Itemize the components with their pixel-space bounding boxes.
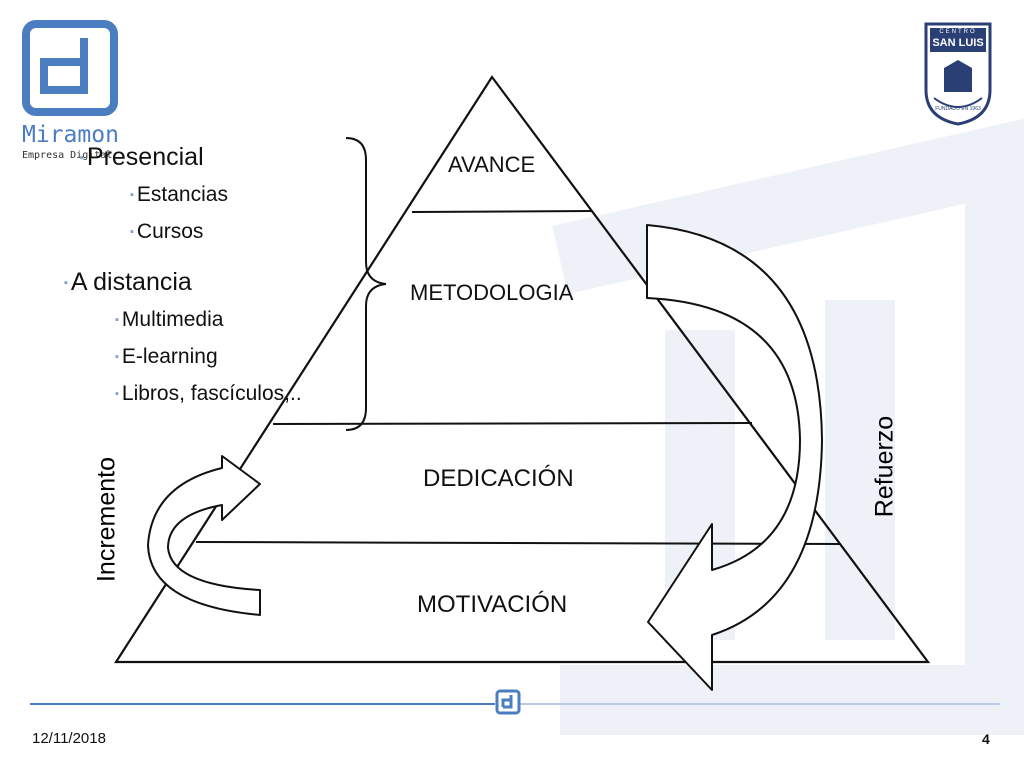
reinforcement-arrow	[646, 224, 823, 691]
seal-name: SAN LUIS	[932, 37, 984, 49]
san-luis-seal: CENTRO SAN LUIS FUNDADO EN 1963	[922, 20, 994, 126]
seal-shield-icon	[924, 22, 992, 126]
miramon-logo-tagline: Empresa Digital	[22, 150, 113, 161]
method-distancia: A distancia	[64, 268, 192, 297]
increment-arrow	[147, 455, 261, 616]
reinforcement-label: Refuerzo	[870, 415, 899, 518]
footer-date: 12/11/2018	[32, 730, 106, 747]
footer-logo-icon	[495, 689, 521, 715]
miramon-logo: Miramon Empresa Digital	[22, 20, 122, 165]
level-dedicacion: DEDICACIÓN	[423, 465, 574, 492]
method-distancia-item: E-learning	[115, 345, 218, 369]
method-presencial-item: Estancias	[130, 183, 228, 207]
method-presencial-item: Cursos	[130, 220, 204, 244]
level-avance: AVANCE	[448, 152, 536, 177]
increment-label: Incremento	[92, 456, 121, 583]
pyramid-divider-3	[195, 541, 841, 545]
level-motivacion: MOTIVACIÓN	[417, 591, 568, 618]
seal-bottom-text: FUNDADO EN 1963	[935, 106, 981, 112]
pyramid-divider-2	[272, 422, 753, 425]
method-distancia-item: Multimedia	[115, 308, 224, 332]
method-presencial: Presencial	[80, 143, 204, 172]
method-distancia-item: Libros, fascículos,..	[115, 382, 302, 406]
seal-top-text: CENTRO	[939, 29, 977, 35]
pyramid-divider-1	[411, 210, 593, 213]
pyramid-outline	[113, 75, 931, 664]
brace	[345, 137, 387, 431]
miramon-logo-icon	[22, 20, 118, 116]
page-number: 4	[982, 731, 990, 747]
level-metodologia: METODOLOGIA	[410, 280, 574, 305]
